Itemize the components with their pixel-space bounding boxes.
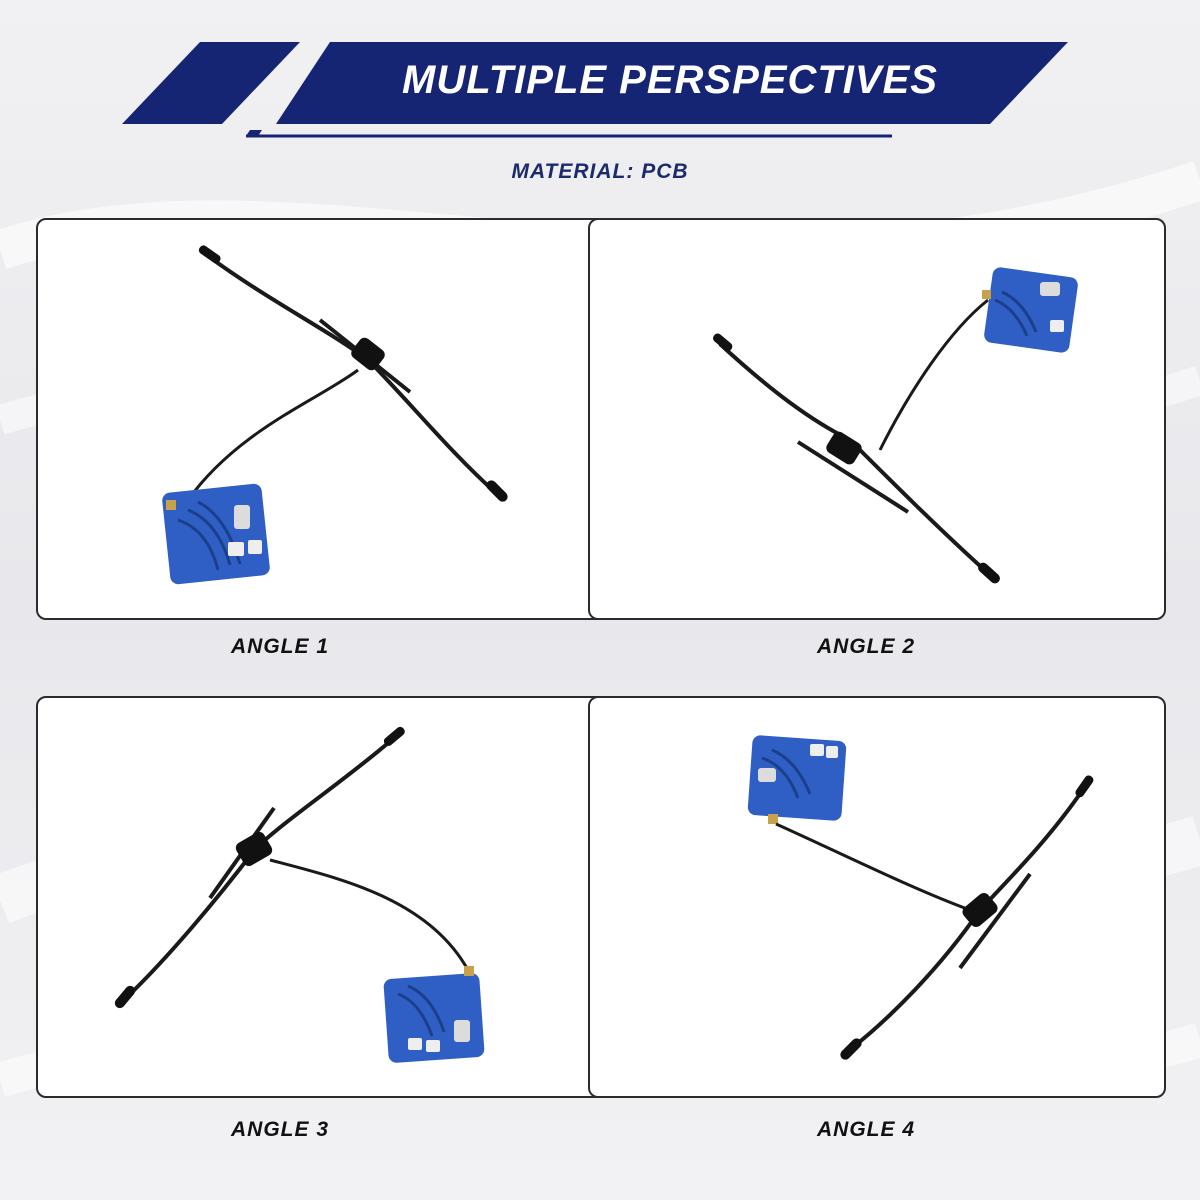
antenna-receiver-photo: [747, 735, 1094, 1060]
angle-4-caption: ANGLE 4: [816, 1118, 915, 1141]
angle-2-caption: ANGLE 2: [816, 635, 915, 658]
material-subtitle: MATERIAL: PCB: [511, 160, 689, 183]
angle-4-panel: [588, 696, 1166, 1098]
banner-shapes: [122, 42, 1068, 138]
angle-3-panel: [36, 696, 612, 1098]
header-banner: MULTIPLE PERSPECTIVES: [0, 0, 1200, 150]
angle-1-caption: ANGLE 1: [230, 635, 329, 658]
antenna-receiver-photo: [114, 726, 485, 1063]
antenna-receiver-photo: [712, 267, 1078, 584]
antenna-receiver-photo: [162, 245, 508, 585]
angle-1-panel: [36, 218, 612, 620]
page-title: MULTIPLE PERSPECTIVES: [402, 58, 938, 102]
angle-2-panel: [588, 218, 1166, 620]
angle-3-caption: ANGLE 3: [230, 1118, 329, 1141]
